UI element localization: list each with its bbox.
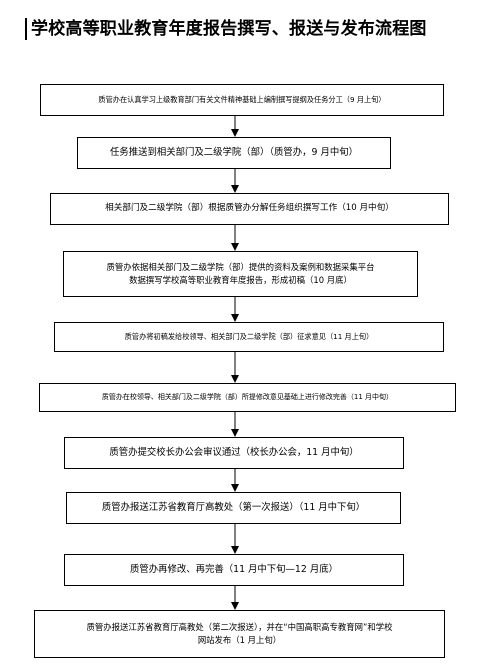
step-9-text: 质管办再修改、再完善（11 月中下旬—12 月底） [130, 563, 338, 575]
step-10-text-line-2: 网站发布（1 月上旬） [197, 635, 282, 645]
title-accent-bar [25, 18, 27, 40]
step-7-text: 质管办提交校长办公会审议通过（校长办公会，11 月中旬） [109, 446, 359, 458]
flow-step-3: 相关部门及二级学院（部）根据质管办分解任务组织撰写工作（10 月中旬） [50, 193, 449, 225]
flow-step-7: 质管办提交校长办公会审议通过（校长办公会，11 月中旬） [64, 437, 404, 469]
step-8-text: 质管办报送江苏省教育厅高教处（第一次报送）（11 月中下旬） [101, 501, 366, 513]
flow-step-4: 质管办依据相关部门及二级学院（部）提供的资料及案例和数据采集平台 数据撰写学校高… [63, 251, 418, 297]
step-1-text: 质管办在认真学习上级教育部门有关文件精神基础上编制撰写提纲及任务分工（9 月上旬… [98, 95, 386, 105]
page-title: 学校高等职业教育年度报告撰写、报送与发布流程图 [31, 19, 427, 39]
step-3-text: 相关部门及二级学院（部）根据质管办分解任务组织撰写工作（10 月中旬） [105, 203, 394, 214]
flow-step-9: 质管办再修改、再完善（11 月中下旬—12 月底） [64, 554, 404, 586]
flow-step-10: 质管办报送江苏省教育厅高教处（第二次报送），并在“中国高职高专教育网”和学校 网… [34, 610, 445, 658]
step-4-text-line-1: 质管办依据相关部门及二级学院（部）提供的资料及案例和数据采集平台 [106, 261, 375, 272]
flow-step-1: 质管办在认真学习上级教育部门有关文件精神基础上编制撰写提纲及任务分工（9 月上旬… [40, 84, 444, 116]
step-2-text: 任务推送到相关部门及二级学院（部）（质管办，9 月中旬） [109, 146, 358, 158]
flow-step-5: 质管办将初稿发给校领导、相关部门及二级学院（部）征求意见（11 月上旬） [54, 322, 444, 352]
step-4-text-line-2: 数据撰写学校高等职业教育年度报告，形成初稿（10 月底） [129, 275, 352, 285]
flow-step-6: 质管办在校领导、相关部门及二级学院（部）所提修改意见基础上进行修改完善（11 月… [39, 383, 456, 412]
step-5-text: 质管办将初稿发给校领导、相关部门及二级学院（部）征求意见（11 月上旬） [124, 332, 374, 342]
flow-step-2: 任务推送到相关部门及二级学院（部）（质管办，9 月中旬） [77, 137, 391, 169]
step-10-text-line-1: 质管办报送江苏省教育厅高教处（第二次报送），并在“中国高职高专教育网”和学校 [86, 621, 393, 632]
flow-step-8: 质管办报送江苏省教育厅高教处（第一次报送）（11 月中下旬） [66, 492, 401, 524]
step-6-text: 质管办在校领导、相关部门及二级学院（部）所提修改意见基础上进行修改完善（11 月… [101, 393, 394, 402]
